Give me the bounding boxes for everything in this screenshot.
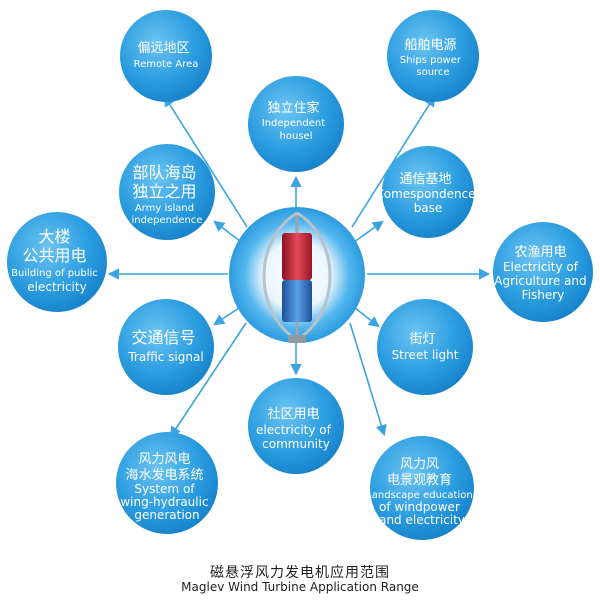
svg-text:交通信号 Traffic signal: 交通信号 Traffic signal — [127, 328, 203, 364]
node-label-en: electricity — [27, 280, 86, 294]
arrow-wind-hydraulic — [169, 322, 247, 438]
node-label-zh: 大楼 — [38, 227, 70, 246]
caption-title-zh: 磁悬浮风力发电机应用范围 — [210, 565, 390, 581]
node-label-zh: 通信基地 — [399, 172, 451, 187]
node-label-en: generation — [134, 508, 199, 522]
node-agriculture-fishery: 农渔用电 Electricity of Agriculture and Fish… — [493, 222, 593, 322]
node-label-zh: 街灯 — [409, 332, 435, 347]
node-label-zh: 社区用电 — [267, 406, 319, 422]
arrow-ships-power — [351, 95, 436, 228]
node-label-en: Electricity of — [503, 260, 579, 274]
node-label-en: Ships power — [400, 55, 462, 66]
node-label-zh: 偏远地区 — [137, 41, 189, 56]
node-label-zh: 电景观教育 — [387, 472, 452, 488]
node-label-zh: 部队海岛 — [132, 163, 196, 182]
svg-text:风力风 电景观教育 Landscap: 风力风 电景观教育 Landscape education of windpow… — [366, 453, 478, 527]
svg-text:农渔用电 Electricity of: 农渔用电 Electricity of Agriculture and Fish… — [494, 241, 591, 302]
center-turbine-node — [229, 207, 365, 343]
node-label-en: Building of public — [11, 268, 98, 279]
node-traffic-signal: 交通信号 Traffic signal — [118, 299, 214, 395]
node-label-zh: 独立住家 — [267, 100, 319, 116]
node-label-en: community — [262, 437, 330, 451]
node-label-zh: 船舶电源 — [404, 37, 456, 53]
node-label-en: Remote Area — [134, 59, 199, 70]
node-label-en: source — [416, 67, 449, 78]
svg-text:大楼 公共用电 Building o: 大楼 公共用电 Building of public electricity — [11, 227, 103, 294]
node-label-en: Street light — [392, 348, 459, 362]
svg-text:社区用电 electricity of: 社区用电 electricity of community — [256, 403, 336, 451]
node-label-en: System of — [134, 482, 195, 496]
node-army-island: 部队海岛 独立之用 Army island independence — [119, 144, 215, 240]
node-label-zh: 农渔用电 — [514, 245, 566, 260]
node-label-zh: 公共用电 — [22, 246, 86, 265]
node-label-en: wing-hydraulic — [120, 495, 208, 509]
node-community: 社区用电 electricity of community — [248, 378, 344, 474]
node-label-zh: 风力风电 — [138, 452, 190, 467]
svg-text:风力风电 海水发电系统 System: 风力风电 海水发电系统 System of wing-hydraulic gen… — [120, 448, 213, 522]
node-label-en: independence — [132, 215, 203, 226]
node-label-en: Independent — [262, 118, 325, 129]
node-label-en: base — [414, 201, 443, 215]
node-correspondence-base: 通信基地 Comespondence base — [375, 146, 480, 238]
node-label-zh: 交通信号 — [131, 328, 195, 347]
svg-text:街灯 Street light: 街灯 Street light — [392, 328, 459, 362]
wind-turbine-icon — [262, 211, 332, 343]
node-label-zh: 风力风 — [400, 457, 439, 472]
arrow-remote-area — [163, 95, 248, 228]
node-label-en: Agriculture and — [494, 274, 586, 288]
node-label-en: Fishery — [522, 288, 565, 302]
svg-text:部队海岛 独立之用 Army isl: 部队海岛 独立之用 Army island independence — [132, 163, 203, 226]
node-landscape-education: 风力风 电景观教育 Landscape education of windpow… — [366, 436, 478, 540]
connector-arrows — [107, 95, 491, 438]
node-label-en: of windpower — [379, 500, 460, 514]
node-label-en: Landscape education — [366, 490, 473, 501]
svg-text:偏远地区 Remote Area: 偏远地区 Remote Area — [134, 37, 199, 70]
node-label-en: Traffic signal — [127, 350, 203, 364]
node-label-en: electricity of — [256, 423, 332, 437]
arrow-landscape-education — [349, 322, 387, 437]
svg-text:船舶电源 Ships power s: 船舶电源 Ships power source — [400, 34, 466, 78]
node-label-en: and electricity — [379, 513, 465, 527]
node-wind-hydraulic: 风力风电 海水发电系统 System of wing-hydraulic gen… — [116, 432, 218, 534]
node-remote-area: 偏远地区 Remote Area — [120, 10, 212, 102]
svg-text:独立住家 Independent h: 独立住家 Independent housel — [262, 97, 330, 142]
node-ships-power: 船舶电源 Ships power source — [387, 10, 479, 102]
node-public-building: 大楼 公共用电 Building of public electricity — [7, 212, 107, 312]
node-label-en: housel — [280, 131, 313, 142]
node-independent-house: 独立住家 Independent housel — [248, 76, 344, 172]
node-label-zh: 独立之用 — [132, 182, 196, 201]
caption-title-en: Maglev Wind Turbine Application Range — [181, 580, 419, 594]
node-label-zh: 海水发电系统 — [125, 467, 203, 483]
node-label-en: Army island — [135, 203, 194, 214]
node-label-en: Comespondence — [375, 187, 475, 201]
node-street-light: 街灯 Street light — [377, 299, 473, 395]
svg-text:通信基地 Comespondence: 通信基地 Comespondence base — [375, 168, 480, 215]
